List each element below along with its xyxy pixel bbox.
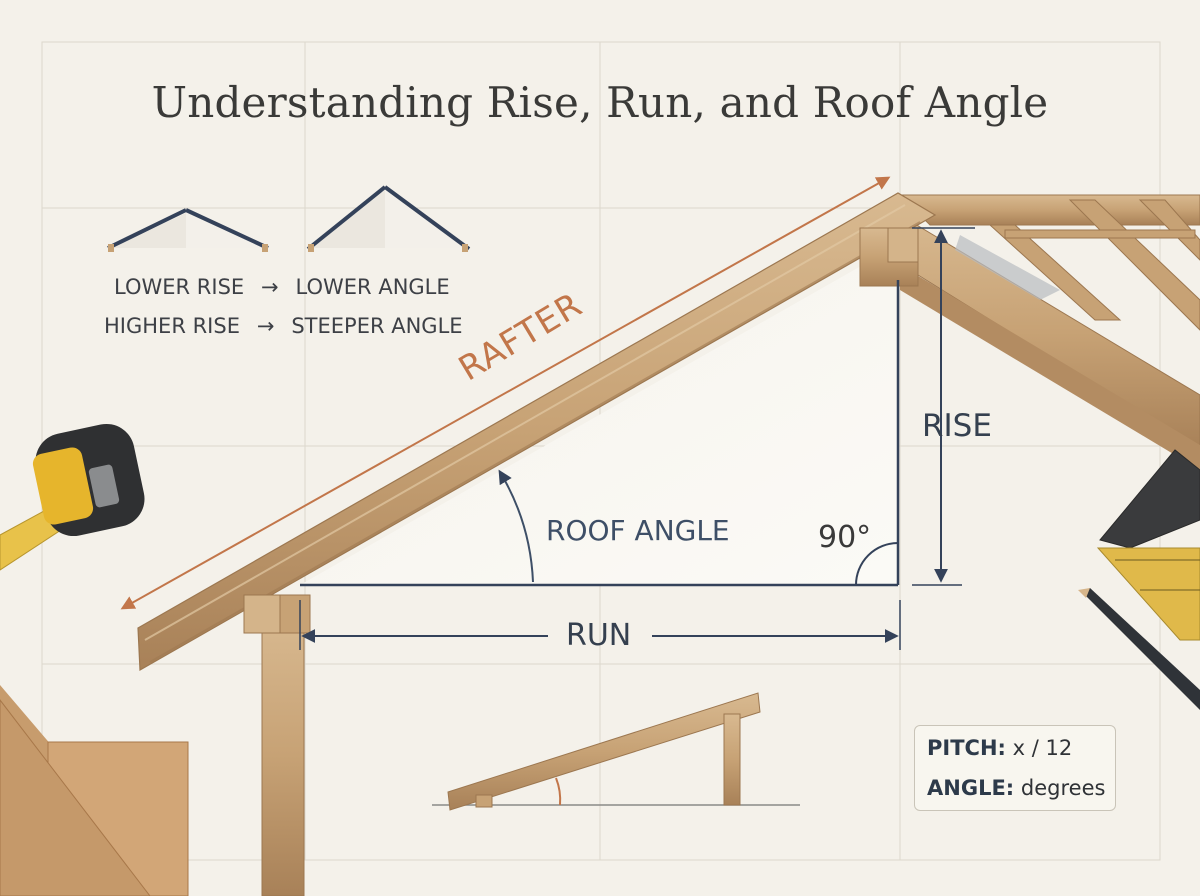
plywood-icon bbox=[0, 685, 189, 896]
angle-key: ANGLE: bbox=[927, 776, 1015, 800]
run-label: RUN bbox=[566, 618, 632, 653]
low-pitch-roof-icon bbox=[107, 208, 269, 252]
pitch-value: x / 12 bbox=[1012, 736, 1073, 760]
rise-dimension bbox=[912, 227, 975, 586]
run-dimension bbox=[299, 600, 901, 650]
carpenter-square-icon bbox=[1096, 449, 1200, 641]
legend-lower-angle: LOWER ANGLE bbox=[295, 275, 450, 299]
legend-steeper-angle: STEEPER ANGLE bbox=[291, 314, 463, 338]
arrow-icon: → bbox=[261, 275, 279, 299]
pencil-icon bbox=[1078, 588, 1200, 710]
right-angle-arc bbox=[855, 542, 899, 586]
legend-higher-rise: HIGHER RISE bbox=[104, 314, 240, 338]
angle-value: degrees bbox=[1020, 776, 1106, 800]
roof-angle-arc bbox=[498, 469, 534, 583]
roof-angle-label: ROOF ANGLE bbox=[546, 514, 730, 547]
right-angle-label: 90° bbox=[818, 520, 872, 555]
angle-row: ANGLE: degrees bbox=[927, 776, 1105, 800]
rise-label: RISE bbox=[922, 408, 992, 444]
page-title: Understanding Rise, Run, and Roof Angle bbox=[151, 78, 1049, 127]
legend-row-lower: LOWER RISE → LOWER ANGLE bbox=[114, 275, 450, 299]
rafter-dimension-line bbox=[120, 176, 891, 610]
ridge-block bbox=[859, 227, 919, 287]
legend-row-higher: HIGHER RISE → STEEPER ANGLE bbox=[104, 314, 463, 338]
tape-measure-icon bbox=[0, 423, 145, 571]
arrow-icon: → bbox=[256, 314, 275, 338]
lean-to-sketch bbox=[432, 692, 800, 811]
pitch-row: PITCH: x / 12 bbox=[927, 736, 1072, 760]
steep-pitch-roof-icon bbox=[306, 185, 471, 252]
pitch-key: PITCH: bbox=[927, 736, 1006, 760]
pitch-info-box: PITCH: x / 12 ANGLE: degrees bbox=[914, 725, 1116, 811]
legend-lower-rise: LOWER RISE bbox=[114, 275, 245, 299]
